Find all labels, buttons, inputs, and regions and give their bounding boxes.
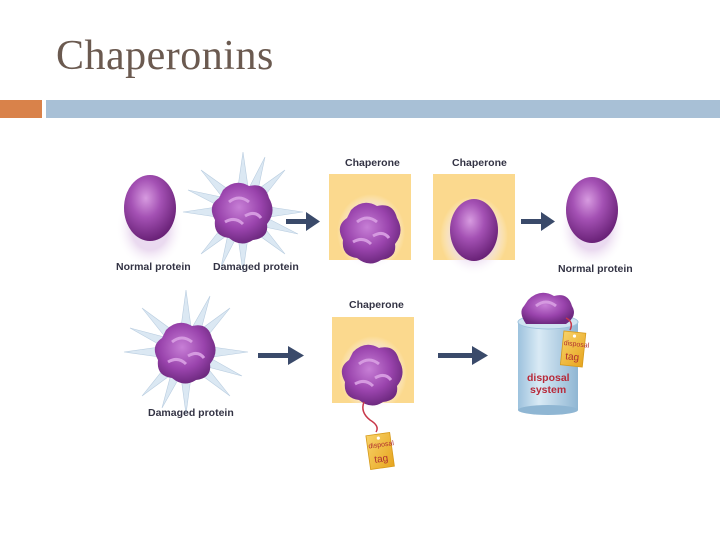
tag-string	[565, 317, 573, 331]
tag-text: tag	[565, 351, 580, 363]
arrow-right-icon	[521, 212, 555, 231]
normal-protein-label: Normal protein	[116, 261, 191, 273]
tag-disposal-text: disposal	[368, 440, 395, 451]
arrow-right-icon	[438, 346, 488, 365]
normal-protein-label: Normal protein	[558, 263, 633, 275]
system-text: system	[530, 384, 566, 396]
tag-string	[362, 401, 378, 433]
page-title: Chaperonins	[56, 33, 274, 79]
damaged-protein-icon	[339, 336, 407, 412]
arrow-right-icon	[258, 346, 304, 365]
disposal-bin-icon: disposal system	[517, 292, 579, 415]
damaged-protein-label: Damaged protein	[213, 261, 299, 273]
chaperone-label-1: Chaperone	[345, 157, 400, 169]
disposal-text: disposal	[527, 372, 570, 384]
damaged-protein-icon	[182, 151, 304, 273]
tag-text: tag	[374, 453, 389, 466]
damaged-protein-label: Damaged protein	[148, 407, 234, 419]
normal-protein-icon	[116, 175, 184, 268]
arrow-right-icon	[286, 212, 320, 231]
normal-protein-icon	[558, 177, 626, 268]
damaged-protein-icon	[123, 289, 249, 415]
tag-disposal-text: disposal	[563, 340, 590, 350]
chaperone-label-2: Chaperone	[452, 157, 507, 169]
title-underline-bar	[46, 100, 720, 118]
chaperone-label-3: Chaperone	[349, 299, 404, 311]
accent-bar	[0, 100, 42, 118]
normal-protein-icon	[440, 196, 508, 276]
disposal-tag-icon: disposal tag	[365, 432, 395, 470]
disposal-tag-icon: disposal tag	[559, 330, 590, 368]
damaged-protein-icon	[337, 194, 405, 270]
